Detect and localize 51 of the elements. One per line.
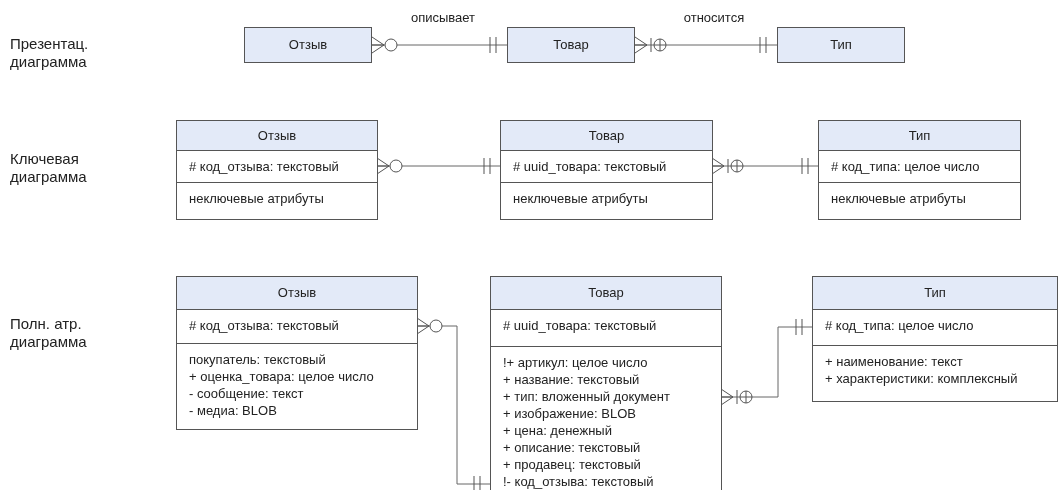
- entity-name: Товар: [588, 126, 625, 145]
- relationship-line: [711, 157, 820, 175]
- attribute-text: + название: текстовый: [503, 371, 641, 388]
- entity-table: [490, 276, 722, 490]
- row-label: Презентац. диаграмма: [10, 35, 90, 71]
- attribute-text: неключевые атрибуты: [189, 190, 325, 207]
- attribute-text: !- код_отзыва: текстовый: [503, 473, 655, 490]
- attribute-text: # код_типа: целое число: [825, 317, 975, 334]
- attribute-text: - сообщение: текст: [189, 385, 305, 402]
- entity-box: [507, 27, 635, 63]
- attribute-text: - медиа: BLOB: [189, 402, 278, 419]
- relationship-line: [720, 319, 814, 406]
- relationship-line: [376, 157, 502, 175]
- attribute-text: + цена: денежный: [503, 422, 613, 439]
- attribute-text: + характеристики: комплексный: [825, 370, 1019, 387]
- entity-table: [812, 276, 1058, 402]
- entity-table: [176, 120, 378, 220]
- entity-name: Товар: [553, 36, 589, 55]
- entity-name: Тип: [924, 284, 946, 303]
- attribute-text: # код_отзыва: текстовый: [189, 158, 340, 175]
- entity-name: Тип: [830, 36, 852, 55]
- entity-name: Товар: [588, 284, 624, 303]
- attribute-text: + изображение: BLOB: [503, 405, 637, 422]
- relationship-line: [634, 36, 778, 54]
- row-label: Ключевая диаграмма: [10, 150, 88, 186]
- entity-box: [777, 27, 905, 63]
- row-label: Полн. атр. диаграмма: [10, 315, 88, 351]
- entity-table: [818, 120, 1021, 220]
- attribute-text: + оценка_товара: целое число: [189, 368, 375, 385]
- attribute-text: # код_типа: целое число: [831, 158, 981, 175]
- attribute-text: покупатель: текстовый: [189, 351, 327, 368]
- attribute-text: + продавец: текстовый: [503, 456, 642, 473]
- entity-box: [244, 27, 372, 63]
- entity-name: Отзыв: [288, 36, 328, 55]
- entity-name: Тип: [908, 126, 931, 145]
- attribute-text: # uuid_товара: текстовый: [513, 158, 668, 175]
- entity-name: Отзыв: [277, 284, 317, 303]
- entity-table: [500, 120, 713, 220]
- attribute-text: + тип: вложенный документ: [503, 388, 671, 405]
- attribute-text: неключевые атрибуты: [513, 190, 649, 207]
- entity-table: [176, 276, 418, 430]
- entity-name: Отзыв: [257, 126, 297, 145]
- relationship-line: [416, 317, 492, 490]
- attribute-section: [491, 346, 721, 490]
- attribute-text: + описание: текстовый: [503, 439, 642, 456]
- attribute-text: + наименование: текст: [825, 353, 964, 370]
- relationship-line: [371, 36, 508, 54]
- attribute-text: # uuid_товара: текстовый: [503, 317, 658, 334]
- attribute-text: !+ артикул: целое число: [503, 354, 649, 371]
- attribute-text: # код_отзыва: текстовый: [189, 317, 340, 334]
- attribute-text: неключевые атрибуты: [831, 190, 967, 207]
